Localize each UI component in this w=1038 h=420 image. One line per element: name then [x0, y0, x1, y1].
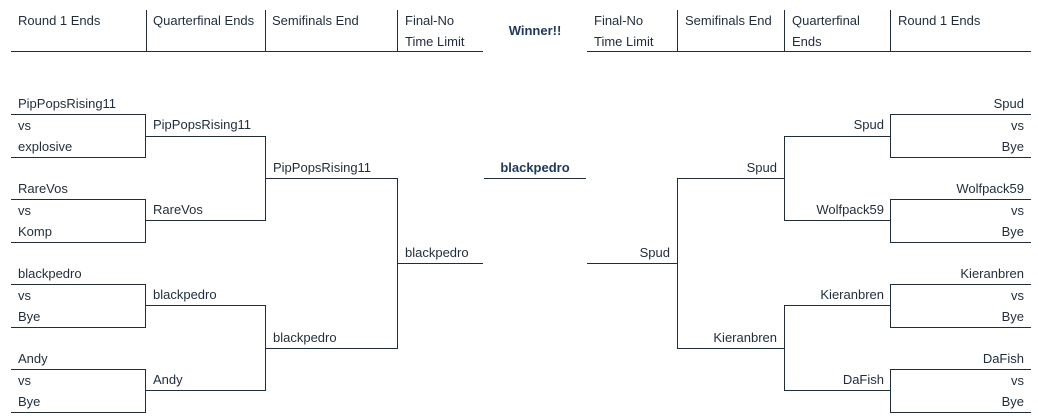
left-r1-match4-player1: Andy	[18, 351, 48, 366]
right-qf-slot1: Spud	[853, 117, 884, 132]
right-final-slot: Spud	[639, 245, 670, 260]
right-r1-match3-player1: Kieranbren	[960, 266, 1024, 281]
left-r1-match1-vs: vs	[18, 118, 31, 133]
right-r1-match4-vs: vs	[1011, 373, 1024, 388]
left-qf-slot3: blackpedro	[153, 287, 217, 302]
left-r1-match2-vs: vs	[18, 203, 31, 218]
left-semifinal-connectors	[265, 178, 398, 349]
header-quarterfinal-right: Quarterfinal Ends	[792, 13, 860, 49]
header-final-left: Final-No Time Limit	[405, 13, 465, 49]
header-final-right: Final-No Time Limit	[594, 13, 654, 49]
left-r1-match2-player2: Komp	[18, 224, 52, 239]
left-sf-slot2: blackpedro	[273, 330, 337, 345]
left-r1-match3-player2: Bye	[18, 309, 41, 324]
winner-name: blackpedro	[500, 160, 570, 175]
right-qf-slot3: Kieranbren	[820, 287, 884, 302]
right-qf-slot4: DaFish	[842, 372, 884, 387]
left-r1-match2-player1: RareVos	[18, 181, 68, 196]
right-r1-match2-vs: vs	[1011, 203, 1024, 218]
right-r1-match3-vs: vs	[1011, 288, 1024, 303]
left-r1-match3-vs: vs	[18, 288, 31, 303]
right-round1-connectors	[890, 114, 1031, 413]
header-round1-right: Round 1 Ends	[898, 13, 981, 28]
left-r1-match1-player2: explosive	[18, 139, 73, 154]
left-r1-match4-player2: Bye	[18, 394, 41, 409]
left-qf-slot4: Andy	[153, 372, 183, 387]
left-r1-match3-player1: blackpedro	[18, 266, 82, 281]
left-quarterfinal-connectors	[145, 136, 266, 391]
right-quarterfinal-connectors	[784, 136, 891, 391]
left-qf-slot1: PipPopsRising11	[153, 117, 252, 132]
header-round1-left: Round 1 Ends	[18, 13, 101, 28]
right-r1-match2-player1: Wolfpack59	[956, 181, 1024, 196]
right-sf-slot1: Spud	[746, 160, 777, 175]
left-r1-match1-player1: PipPopsRising11	[18, 96, 117, 111]
left-qf-slot2: RareVos	[153, 202, 203, 217]
left-r1-match4-vs: vs	[18, 373, 31, 388]
header-winner: Winner!!	[508, 23, 562, 38]
header-semifinal-left: Semifinals End	[272, 13, 359, 28]
header-semifinal-right: Semifinals End	[685, 13, 772, 28]
right-r1-match4-player1: DaFish	[982, 351, 1024, 366]
right-qf-slot2: Wolfpack59	[816, 202, 884, 217]
header-lines	[11, 10, 1031, 52]
left-sf-slot1: PipPopsRising11	[273, 160, 372, 175]
left-round1-connectors	[11, 114, 146, 413]
header-quarterfinal-left: Quarterfinal Ends	[153, 13, 255, 28]
right-r1-match1-player2: Bye	[1001, 139, 1024, 154]
right-semifinal-connectors	[677, 178, 785, 349]
right-r1-match1-player1: Spud	[993, 96, 1024, 111]
right-sf-slot2: Kieranbren	[713, 330, 777, 345]
left-final-slot: blackpedro	[405, 245, 469, 260]
right-r1-match1-vs: vs	[1011, 118, 1024, 133]
right-r1-match2-player2: Bye	[1001, 224, 1024, 239]
right-r1-match3-player2: Bye	[1001, 309, 1024, 324]
right-r1-match4-player2: Bye	[1001, 394, 1024, 409]
